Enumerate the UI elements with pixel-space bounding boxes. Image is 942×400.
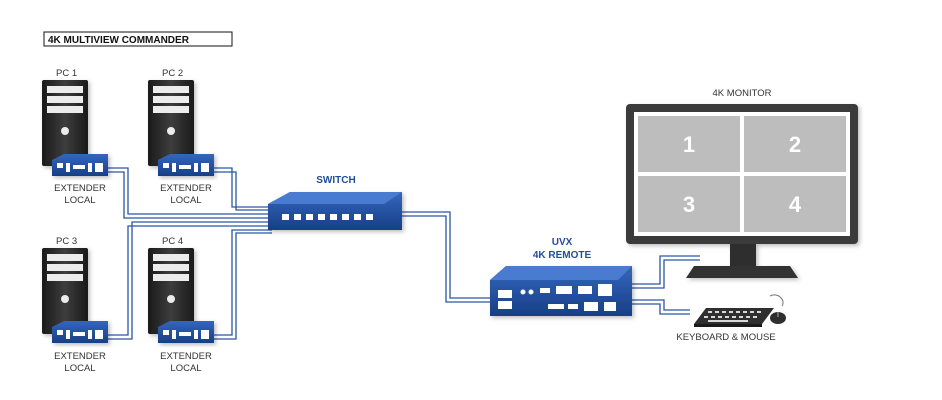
remote-label-1: UVX	[552, 237, 573, 248]
mouse-icon	[769, 294, 786, 324]
pc-3-extender-label-2: LOCAL	[64, 363, 95, 374]
pc-2-extender-device	[158, 154, 214, 176]
pc-2: PC 2 EXTENDER LOCAL	[148, 68, 214, 206]
cable-pc4-switch-b	[214, 232, 272, 340]
remote-unit: UVX 4K REMOTE	[490, 237, 632, 316]
cable-pc3-switch	[108, 225, 272, 336]
cable-switch-remote	[402, 211, 492, 299]
diagram-title: 4K MULTIVIEW COMMANDER	[43, 31, 233, 47]
remote-label-2: 4K REMOTE	[533, 250, 592, 261]
pc-3-extender-label-1: EXTENDER	[54, 351, 106, 362]
monitor-label: 4K MONITOR	[713, 88, 772, 99]
remote-device	[490, 266, 632, 316]
pc-4: PC 4 EXTENDER LOCAL	[148, 236, 214, 374]
monitor-quadrants: 1 2 3 4	[638, 116, 846, 232]
pc-1-extender-label-2: LOCAL	[64, 195, 95, 206]
pc-1-extender-label-1: EXTENDER	[54, 183, 106, 194]
pc-4-extender-label-1: EXTENDER	[160, 351, 212, 362]
pc-4-tower	[148, 248, 194, 334]
cable-pc4-switch	[214, 229, 272, 336]
pc-3-extender-device	[52, 321, 108, 343]
quadrant-4	[744, 176, 846, 232]
pc-3-tower	[42, 248, 88, 334]
pc-2-tower	[148, 80, 194, 166]
cable-remote-monitor	[632, 255, 700, 285]
keyboard-icon	[694, 308, 774, 327]
peripherals-label: KEYBOARD & MOUSE	[676, 332, 775, 343]
monitor: 4K MONITOR 1 2 3 4	[626, 88, 858, 278]
pc-2-label: PC 2	[162, 68, 183, 79]
quadrant-2-number: 2	[789, 132, 801, 157]
cable-pc2-switch-b	[214, 171, 272, 211]
quadrant-1	[638, 116, 740, 172]
switch: SWITCH	[268, 175, 402, 230]
pc-4-extender-label-2: LOCAL	[170, 363, 201, 374]
pc-3-label: PC 3	[56, 236, 77, 247]
pc-4-label: PC 4	[162, 236, 183, 247]
quadrant-3-number: 3	[683, 192, 695, 217]
pc-1-label: PC 1	[56, 68, 77, 79]
cable-switch-remote-b	[402, 215, 492, 303]
pc-2-extender-label-2: LOCAL	[170, 195, 201, 206]
pc-3: PC 3 EXTENDER LOCAL	[42, 236, 108, 374]
quadrant-1-number: 1	[683, 132, 695, 157]
title-text: 4K MULTIVIEW COMMANDER	[48, 35, 190, 46]
cable-pc1-switch	[108, 167, 272, 215]
peripherals: KEYBOARD & MOUSE	[676, 294, 786, 343]
cable-remote-monitor-b	[632, 259, 700, 289]
quadrant-3	[638, 176, 740, 232]
pc-1: PC 1 EXTENDER LOCAL	[42, 68, 108, 206]
cables	[108, 167, 700, 340]
cable-pc2-switch	[214, 167, 272, 208]
pc-1-extender-device	[52, 154, 108, 176]
cable-remote-keyboard-b	[632, 303, 690, 315]
cable-pc1-switch-b	[108, 171, 272, 219]
cable-remote-keyboard	[632, 299, 690, 311]
switch-ports	[282, 214, 373, 220]
pc-1-tower	[42, 80, 88, 166]
quadrant-4-number: 4	[789, 192, 802, 217]
pc-4-extender-device	[158, 321, 214, 343]
switch-label: SWITCH	[316, 175, 355, 186]
cable-pc3-switch-b	[108, 221, 272, 340]
pc-2-extender-label-1: EXTENDER	[160, 183, 212, 194]
quadrant-2	[744, 116, 846, 172]
switch-device	[268, 192, 402, 230]
